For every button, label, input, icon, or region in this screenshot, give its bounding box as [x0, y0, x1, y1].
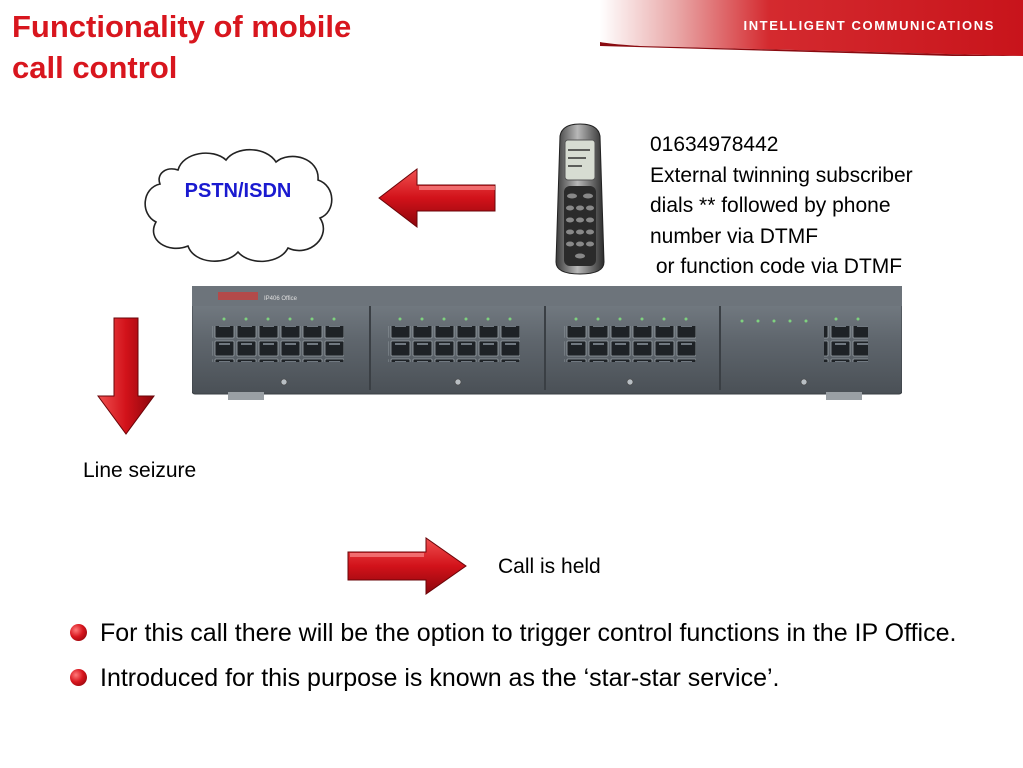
title-line-1: Functionality of mobile	[12, 9, 352, 44]
bullet-dot-icon	[70, 624, 87, 641]
pstn-cloud-shape	[144, 149, 333, 263]
bullet-text: For this call there will be the option t…	[100, 619, 957, 647]
bullet-list: For this call there will be the option t…	[70, 617, 990, 707]
phone-info-line-4: number via DTMF	[650, 224, 819, 248]
phone-info-line-1: 01634978442	[650, 133, 779, 156]
bullet-dot-icon	[70, 669, 87, 686]
bullet-item: For this call there will be the option t…	[70, 617, 990, 649]
brand-bar: INTELLIGENT COMMUNICATIONS	[600, 0, 1023, 58]
phone-info-line-5: or function code via DTMF	[650, 255, 903, 278]
slide-title: Functionality of mobile call control	[12, 6, 351, 88]
line-seizure-label: Line seizure	[83, 459, 197, 482]
brand-text: INTELLIGENT COMMUNICATIONS	[743, 18, 995, 33]
arrow-right-icon	[347, 537, 467, 595]
cloud-label: PSTN/ISDN	[184, 180, 292, 202]
brand-bar-shape	[600, 0, 1023, 58]
ip-office-switch-unit: IP406 Office	[192, 286, 902, 400]
phone-info-text: 01634978442 External twinning subscriber…	[650, 130, 913, 283]
title-line-2: call control	[12, 50, 178, 85]
phone-info-line-2: External twinning subscriber	[650, 163, 913, 187]
arrow-left-icon	[378, 167, 496, 229]
switch-model-label: IP406 Office	[264, 296, 298, 302]
arrow-down-icon	[97, 317, 155, 435]
phone-info-line-3: dials ** followed by phone	[650, 194, 891, 217]
bullet-text: Introduced for this purpose is known as …	[100, 664, 780, 692]
call-held-label: Call is held	[498, 555, 601, 578]
bullet-item: Introduced for this purpose is known as …	[70, 662, 990, 694]
mobile-phone-icon	[555, 123, 605, 275]
